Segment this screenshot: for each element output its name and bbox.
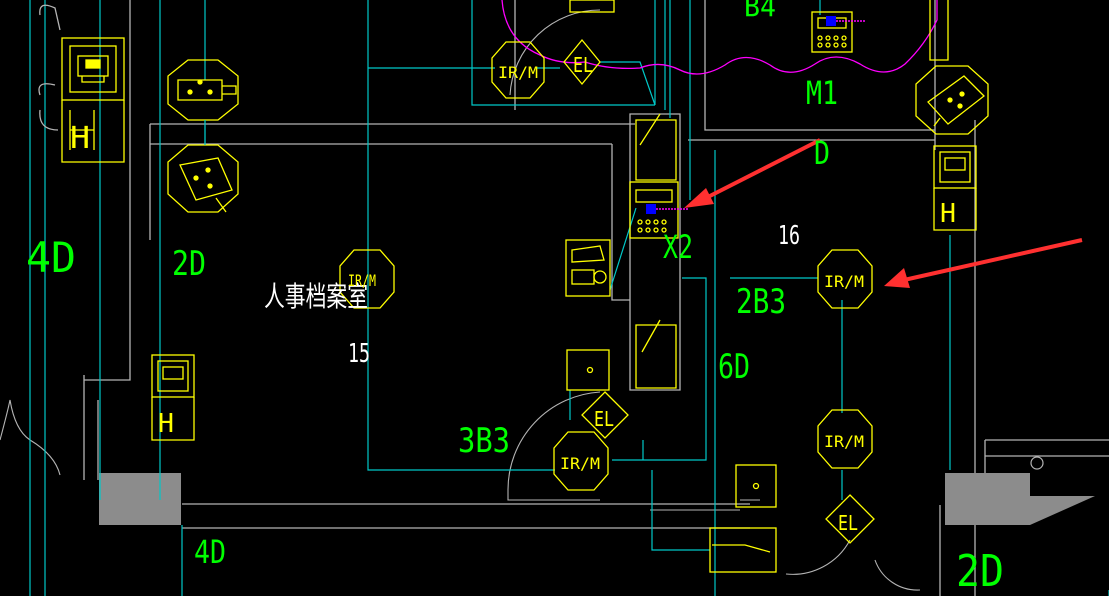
room-name-archive: 人事档案室: [264, 280, 368, 313]
power-socket-icon[interactable]: [167, 144, 239, 213]
access-reader-icon[interactable]: [811, 11, 853, 53]
rj45-jack-icon[interactable]: [61, 37, 125, 101]
ir-motion-sensor-icon[interactable]: [339, 249, 395, 309]
ir-motion-sensor-icon[interactable]: [817, 409, 873, 469]
label-d: D: [814, 134, 830, 172]
emergency-light-icon[interactable]: [825, 494, 875, 544]
conduit-lines: [29, 0, 1109, 596]
irm-text: IR/M: [560, 454, 600, 473]
irm-text: IR/M: [498, 63, 538, 82]
access-reader-icon[interactable]: [629, 181, 679, 239]
ir-motion-sensor-icon[interactable]: [553, 431, 609, 491]
label-b4: B4: [744, 0, 776, 23]
label-4d-left: 4D: [26, 233, 76, 282]
door-swings: [0, 9, 921, 591]
grey-loop: [38, 4, 61, 131]
label-4d-bottom: 4D: [194, 533, 226, 571]
irm-text: IR/M: [348, 271, 376, 290]
selection-marker[interactable]: [646, 204, 656, 214]
ir-motion-sensor-icon[interactable]: [817, 249, 873, 309]
h-text: H: [70, 121, 90, 156]
label-6d: 6D: [718, 347, 750, 387]
label-2d-right: 2D: [956, 546, 1004, 596]
devices: [38, 0, 989, 573]
irm-text: IR/M: [824, 272, 864, 291]
cable-tray: [501, 0, 938, 75]
label-x2: X2: [663, 228, 693, 266]
rj45-jack-icon[interactable]: [151, 354, 195, 441]
column-marker: [1030, 456, 1044, 470]
label-3b3: 3B3: [458, 421, 510, 461]
el-text: EL: [594, 407, 614, 431]
el-text: EL: [838, 511, 858, 535]
ir-motion-sensor-icon[interactable]: [491, 41, 545, 99]
top-device-box: [569, 0, 615, 13]
intercom-device-icon[interactable]: [565, 239, 611, 297]
structural-column-left: [99, 473, 181, 525]
magenta-lead: [656, 20, 866, 210]
switch-panel-icon: [635, 113, 677, 389]
label-2b3: 2B3: [736, 282, 786, 322]
annotation-arrow-icon: [884, 238, 1083, 288]
bottom-switch-icon: [709, 527, 777, 573]
h-text: H: [940, 199, 956, 229]
rj45-jack-icon[interactable]: [933, 145, 977, 231]
socket-box-icon[interactable]: [735, 464, 777, 508]
annotation-arrow-icon: [684, 138, 821, 208]
emergency-light-icon[interactable]: [563, 38, 601, 86]
walls: [83, 0, 1109, 596]
irm-text: IR/M: [824, 432, 864, 451]
structural-column-right: [945, 473, 1095, 525]
top-right-outline: [929, 0, 949, 61]
power-socket-icon[interactable]: [915, 65, 989, 135]
data-outlet-frame: [61, 100, 125, 163]
selection-marker[interactable]: [826, 16, 836, 26]
power-socket-icon[interactable]: [167, 59, 239, 121]
label-2d-left: 2D: [172, 244, 206, 284]
h-text: H: [158, 409, 174, 439]
room-number-16: 16: [778, 221, 800, 251]
socket-box-icon[interactable]: [566, 349, 610, 391]
label-m1: M1: [806, 74, 838, 112]
emergency-light-icon[interactable]: [581, 391, 629, 439]
el-text: EL: [573, 53, 593, 77]
room-number-15: 15: [348, 339, 370, 369]
